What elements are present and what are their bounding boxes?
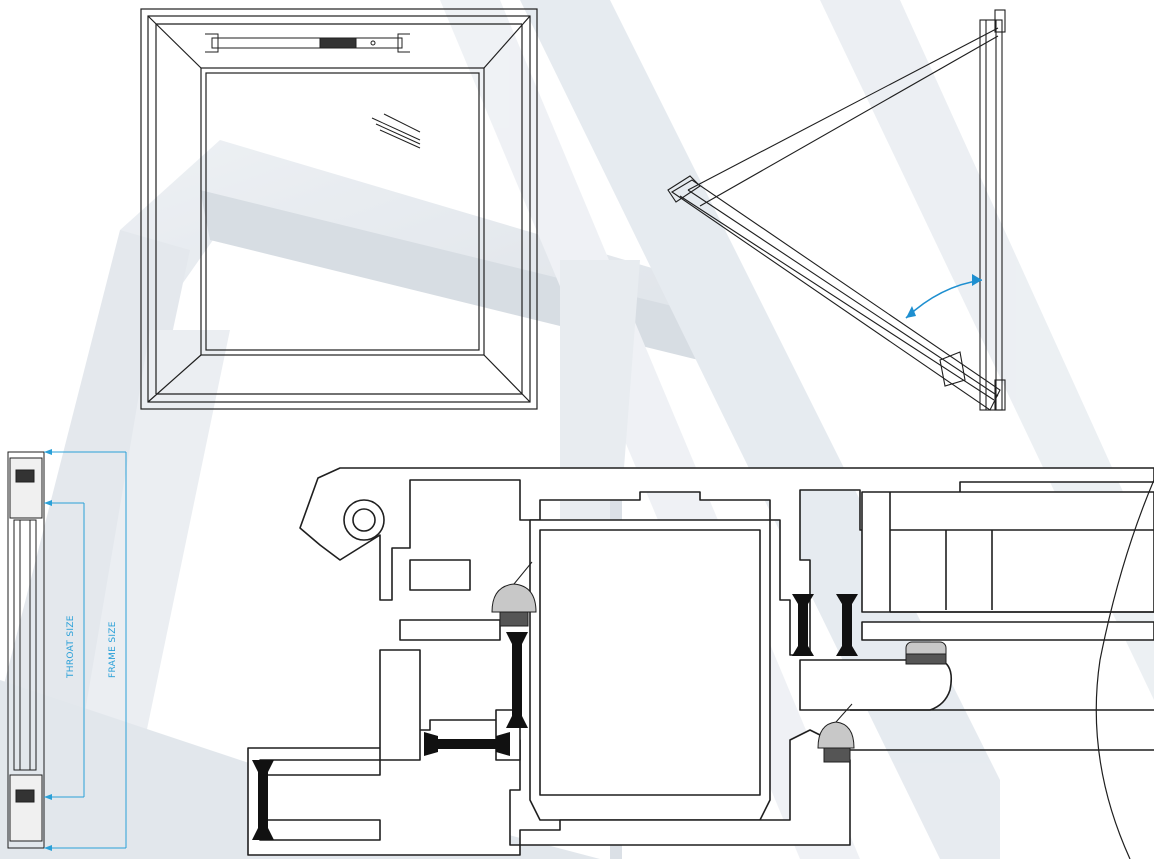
restrictor-arm [687,27,999,191]
glazing-unit [861,491,1154,613]
section-break-line [1095,479,1154,859]
inner-sash [200,67,485,356]
thermal-breaks [252,594,858,840]
gaskets [491,561,947,763]
dimension-lines [44,451,127,849]
glass-reflection-marks [371,113,421,149]
arc-arrow-end [972,274,982,286]
handle-mechanism [205,33,410,53]
outer-frame [140,8,538,410]
section-glass-unit [13,519,37,771]
fixed-frame-profile [979,19,1003,411]
open-sash-profile [670,179,1001,411]
arc-arrow-start [906,306,916,318]
section-outer-profile [7,451,45,849]
bead-profile [799,659,953,711]
